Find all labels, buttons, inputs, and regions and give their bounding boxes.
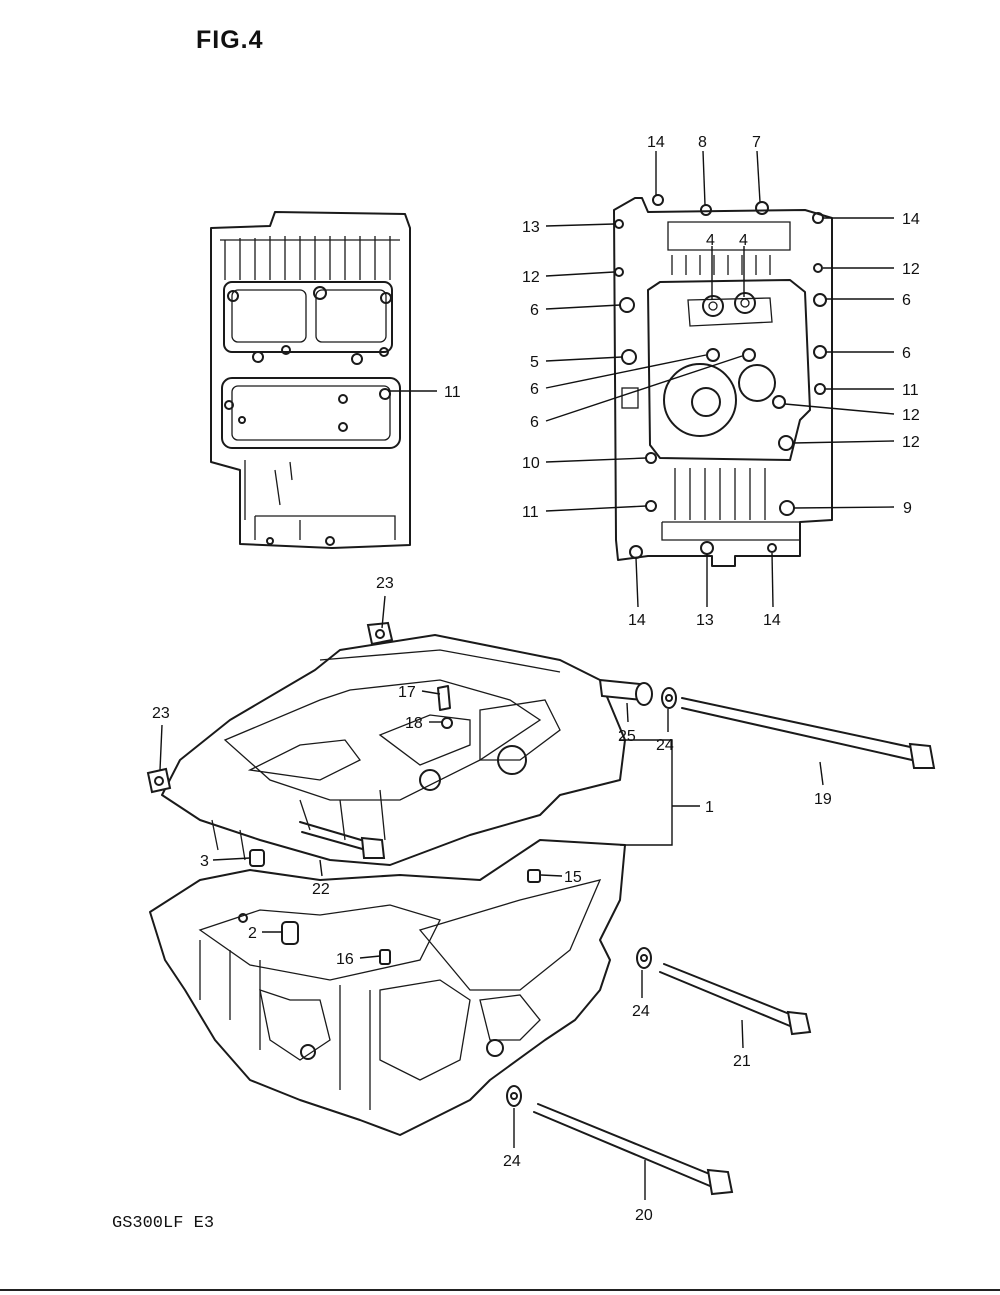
- callout-24: 24: [632, 1003, 650, 1020]
- callout-9: 9: [903, 500, 912, 517]
- callout-19: 19: [814, 791, 832, 808]
- callout-13: 13: [522, 219, 540, 236]
- bolt-19-group: [598, 678, 936, 769]
- callout-23: 23: [152, 705, 170, 722]
- callout-18: 18: [405, 715, 423, 732]
- callout-14: 14: [902, 211, 920, 228]
- callout-12: 12: [902, 407, 920, 424]
- callout-13: 13: [696, 612, 714, 629]
- callout-14: 14: [763, 612, 781, 629]
- callout-11: 11: [522, 504, 539, 521]
- callout-12: 12: [522, 269, 540, 286]
- callout-25: 25: [618, 728, 636, 745]
- lower-crankcase-bottom-view: [613, 194, 833, 567]
- callout-6: 6: [902, 292, 911, 309]
- callout-16: 16: [336, 951, 354, 968]
- callout-6: 6: [902, 345, 911, 362]
- crankcase-assembly: [146, 621, 626, 1136]
- callout-12: 12: [902, 261, 920, 278]
- callout-4: 4: [739, 232, 748, 249]
- callout-24: 24: [503, 1153, 521, 1170]
- callout-1: 1: [705, 799, 714, 816]
- callout-14: 14: [647, 134, 665, 151]
- callout-4: 4: [706, 232, 715, 249]
- figure-title: FIG.4: [196, 26, 264, 54]
- leader-lines: [159, 150, 895, 1200]
- callout-6: 6: [530, 414, 539, 431]
- model-code: GS300LF E3: [112, 1214, 215, 1233]
- callout-15: 15: [564, 869, 582, 886]
- bolt-20-group: [506, 1085, 734, 1196]
- callout-2: 2: [248, 925, 257, 942]
- callout-5: 5: [530, 354, 539, 371]
- callout-8: 8: [698, 134, 707, 151]
- upper-crankcase-bottom-view: [210, 211, 411, 549]
- callout-7: 7: [752, 134, 761, 151]
- callout-11: 11: [902, 382, 919, 399]
- callout-21: 21: [733, 1053, 751, 1070]
- callout-3: 3: [200, 853, 209, 870]
- bolt-21-group: [636, 947, 812, 1036]
- callout-14: 14: [628, 612, 646, 629]
- callout-labels: 11 14 8 7 4 4 13 12 6 5 6 6 10 11 14 12 …: [152, 134, 920, 1224]
- callout-6: 6: [530, 302, 539, 319]
- page-bottom-rule: [0, 1289, 1000, 1291]
- callout-24: 24: [656, 737, 674, 754]
- callout-6: 6: [530, 381, 539, 398]
- callout-22: 22: [312, 881, 330, 898]
- callout-17: 17: [398, 684, 416, 701]
- callout-20: 20: [635, 1207, 653, 1224]
- callout-12: 12: [902, 434, 920, 451]
- callout-23: 23: [376, 575, 394, 592]
- callout-10: 10: [522, 455, 540, 472]
- callout-11: 11: [444, 384, 461, 401]
